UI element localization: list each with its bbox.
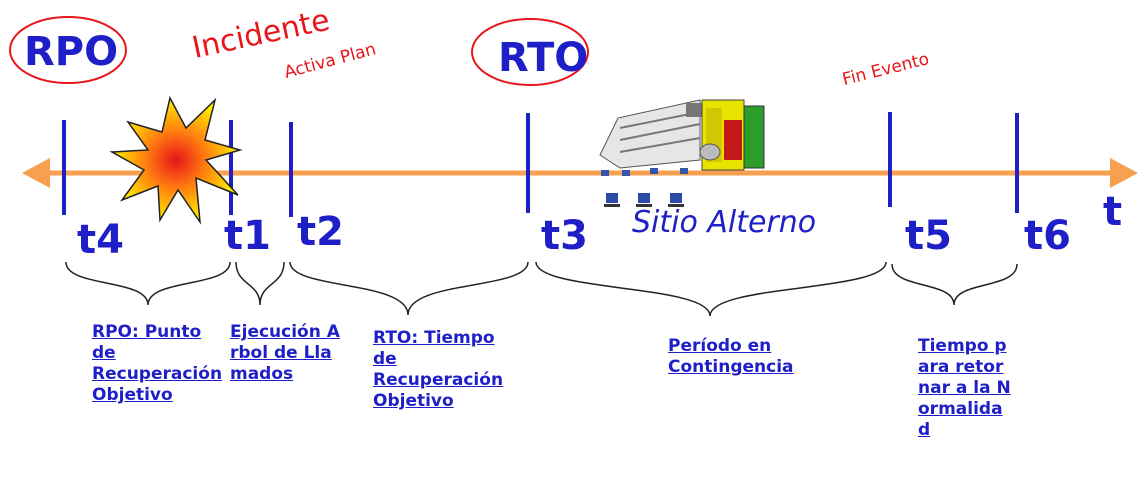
rto-label: RTO	[498, 35, 589, 81]
tick-t1: t1	[224, 213, 271, 259]
data-center-icon	[599, 99, 765, 207]
ejecucion-description-link[interactable]: Ejecución Arbol de Llamados	[230, 322, 340, 384]
axis-label-t: t	[1103, 189, 1123, 235]
contingencia-description-link[interactable]: Período en Contingencia	[668, 336, 794, 377]
arrow-right-icon	[1110, 158, 1138, 188]
rpo-description-link[interactable]: RPO: Punto de Recuperación Objetivo	[92, 322, 223, 405]
rto-circle	[471, 18, 589, 86]
timeline-axis	[22, 158, 1138, 188]
explosion-icon	[109, 95, 243, 225]
brace-retorno	[891, 263, 1018, 306]
tick-t3: t3	[541, 213, 588, 259]
sitio-alterno-label: Sitio Alterno	[632, 205, 817, 240]
brace-rto	[289, 261, 529, 316]
arrow-left-icon	[22, 158, 50, 188]
tick-t6: t6	[1024, 213, 1071, 259]
brace-ejecucion	[235, 261, 285, 306]
brace-rpo	[65, 261, 231, 306]
tick-t5: t5	[905, 213, 952, 259]
tick-t4: t4	[77, 217, 124, 263]
rpo-circle	[9, 16, 127, 84]
brace-contingencia	[535, 261, 887, 317]
tick-t2: t2	[297, 209, 344, 255]
rto-description-link[interactable]: RTO: Tiempo de Recuperación Objetivo	[373, 328, 504, 411]
retorno-description-link[interactable]: Tiempo para retornar a la Normalidad	[918, 336, 1011, 440]
rpo-label: RPO	[24, 29, 119, 75]
